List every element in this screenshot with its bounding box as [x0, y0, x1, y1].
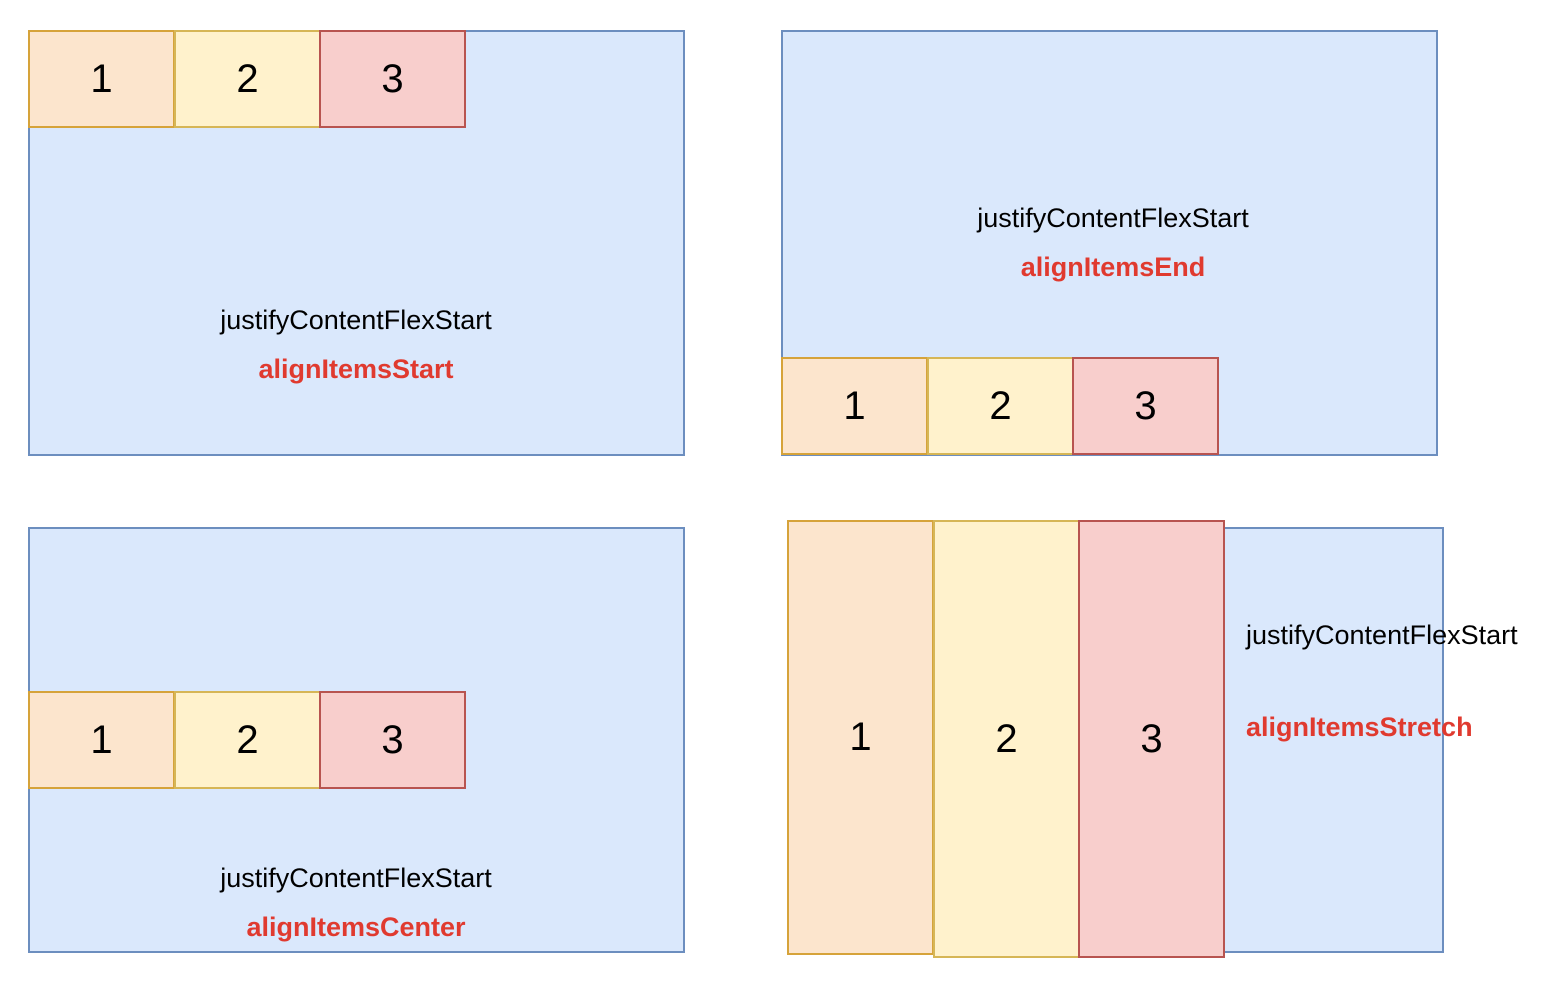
flex-item-1: 1	[28, 30, 175, 128]
align-items-label: alignItemsStart	[258, 354, 454, 384]
flex-item-2: 2	[174, 30, 321, 128]
justify-content-label: justifyContentFlexStart	[220, 305, 492, 335]
flex-item-2: 2	[927, 357, 1074, 455]
flex-item-1: 1	[787, 520, 934, 955]
justify-content-label: justifyContentFlexStart	[1246, 620, 1518, 650]
flex-item-3: 3	[1078, 520, 1225, 958]
flex-item-3: 3	[1072, 357, 1219, 455]
flex-item-3: 3	[319, 30, 466, 128]
justify-content-label: justifyContentFlexStart	[977, 203, 1249, 233]
flex-item-3: 3	[319, 691, 466, 789]
flex-item-2: 2	[933, 520, 1080, 958]
flex-item-1: 1	[28, 691, 175, 789]
align-items-label: alignItemsStretch	[1246, 712, 1473, 742]
justify-content-label: justifyContentFlexStart	[220, 863, 492, 893]
align-items-label: alignItemsEnd	[1020, 252, 1206, 282]
flex-item-2: 2	[174, 691, 321, 789]
align-items-label: alignItemsCenter	[246, 912, 466, 942]
flex-item-1: 1	[781, 357, 928, 455]
